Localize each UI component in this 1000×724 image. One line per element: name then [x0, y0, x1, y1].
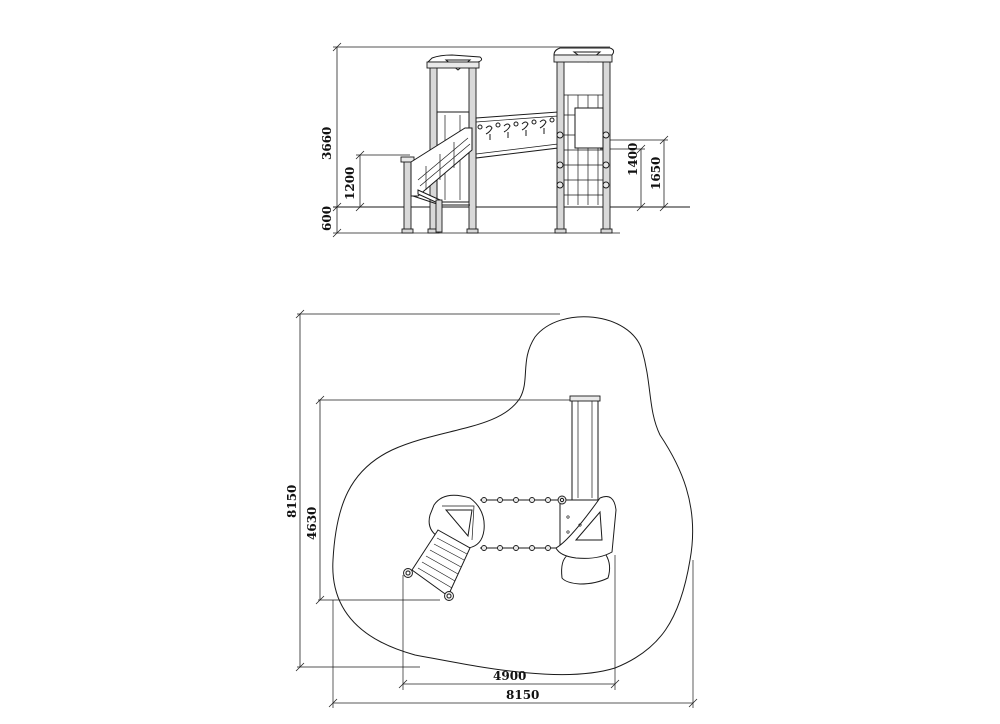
stairs: [400, 127, 473, 234]
dim-platform-high-1: 1400: [626, 143, 640, 176]
dim-foundation-depth: 600: [320, 206, 334, 231]
dim-platform-low-height: 1200: [343, 167, 357, 200]
plan-right-tower: [555, 495, 617, 585]
dim-plan-equipment-depth: 4630: [305, 507, 319, 540]
bridge-panel: [475, 111, 559, 159]
dim-plan-equipment-width: 4900: [493, 669, 526, 683]
plan-bridge: [480, 497, 562, 551]
dim-plan-total-width: 8150: [506, 688, 539, 702]
dim-total-height: 3660: [320, 127, 334, 160]
plan-slide: [569, 395, 601, 501]
plan-view: 8150 4630 4900 8150: [285, 309, 698, 708]
plan-left-stairs: [403, 529, 471, 601]
right-tower: [553, 47, 615, 234]
elevation-view: 3660 600 1200 1400 1650: [320, 42, 690, 238]
safety-zone-outline: [332, 316, 694, 676]
dim-platform-high-2: 1650: [649, 157, 663, 190]
dim-plan-total-depth: 8150: [285, 485, 299, 518]
